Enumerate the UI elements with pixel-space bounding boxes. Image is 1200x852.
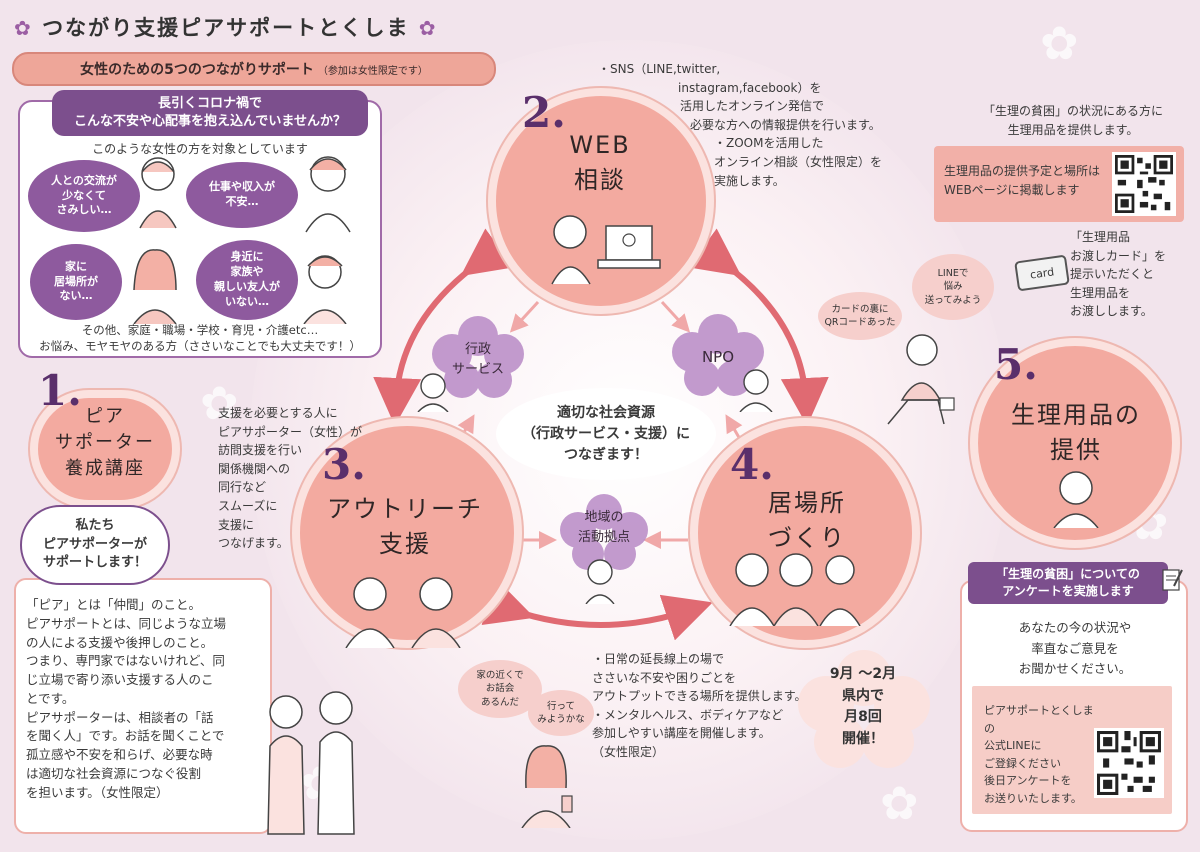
worry-bubble: 身近に家族や親しい友人がいない… — [196, 240, 298, 320]
staff-illustration — [417, 373, 449, 412]
card-description: 「生理用品お渡しカード」を 提示いただくと生理用品を お渡しします。 — [1070, 230, 1167, 319]
page-title: ✿ つながり支援ピアサポートとくしま ✿ — [14, 16, 438, 40]
woman-illustration — [305, 156, 351, 233]
staff-illustration — [739, 369, 773, 412]
speech-bubble-go: 行ってみようかな — [528, 690, 594, 736]
web-consult-description: ・SNS（LINE,twitter, instagram,facebook）を … — [598, 62, 883, 188]
community-flower-icon — [560, 494, 648, 570]
target-text: このような女性の方を対象としています — [92, 142, 308, 156]
ibasho-description: ・日常の延長線上の場でささいな不安や困りごとを アウトプットできる場所を提供しま… — [592, 652, 807, 759]
blossom-decoration-icon: ✿ — [200, 376, 239, 430]
sanitary-illustration — [1053, 471, 1099, 528]
number-2: 2. — [522, 88, 566, 137]
flower-icon: ✿ — [418, 16, 438, 40]
worries-footer: その他、家庭・職場・学校・育児・介護etc… お悩み、モヤモヤのある方（ささいな… — [39, 323, 361, 354]
peer-support-description: 「ピア」とは「仲間」のこと。ピアサポートとは、同じような立場の人による支援や後押… — [26, 597, 227, 800]
npo-label: NPO — [701, 348, 735, 366]
number-1: 1. — [38, 366, 82, 415]
circle-sanitary — [970, 338, 1180, 548]
circle-outreach — [292, 418, 522, 648]
survey-title: 「生理の貧困」についてのアンケートを実施します — [968, 562, 1168, 604]
speech-bubble-line: LINEで悩み送ってみよう — [912, 254, 994, 320]
schedule-flower-icon — [798, 650, 930, 768]
blossom-decoration-icon: ✿ — [1040, 16, 1079, 70]
government-label: 行政サービス — [451, 342, 504, 377]
blossom-decoration-icon: ✿ — [880, 776, 919, 830]
number-3: 3. — [322, 440, 366, 489]
circle-4-label: 居場所づくり — [768, 489, 846, 552]
worry-bubble: 人との交流が少なくてさみしい… — [28, 160, 140, 232]
schedule-text: 9月 ～2月県内で 月8回開催！ — [829, 666, 897, 748]
circle-peer-training — [30, 390, 180, 508]
government-flower-icon — [432, 316, 524, 398]
number-5: 5. — [994, 340, 1038, 389]
survey-description: あなたの今の状況や率直なご意見をお聞かせください。 — [1018, 620, 1132, 677]
woman-illustration — [133, 249, 177, 324]
peer-supporters-illustration — [267, 691, 355, 835]
question-box: 長引くコロナ禍で こんな不安や心配事を抱え込んでいませんか？ — [52, 90, 368, 136]
web-consult-illustration — [551, 215, 661, 285]
woman-phone-illustration — [521, 745, 573, 828]
peer-supporter-bubble: 私たちピアサポーターがサポートします！ — [20, 505, 170, 585]
sanitary-intro: 「生理の貧困」の状況にある方に生理用品を提供します。 — [982, 104, 1163, 138]
flower-icon: ✿ — [14, 16, 33, 40]
staff-illustration — [585, 559, 615, 604]
woman-illustration — [303, 255, 347, 324]
center-message: 適切な社会資源（行政サービス・支援）につなぎます！ — [496, 388, 716, 480]
community-base-label: 地域の活動拠点 — [577, 510, 630, 545]
subtitle-bar: 女性のための5つのつながりサポート（参加は女性限定です） — [12, 52, 496, 86]
woman-illustration — [139, 157, 177, 229]
qr-code-icon[interactable] — [1094, 728, 1164, 798]
number-4: 4. — [730, 440, 774, 489]
pen-paper-icon — [1162, 569, 1183, 591]
circle-3-label: アウトリーチ支援 — [327, 495, 483, 558]
worry-bubble: 家に居場所がない… — [30, 244, 122, 320]
npo-flower-icon — [672, 314, 764, 396]
qr-code-icon[interactable] — [1112, 152, 1176, 216]
circle-ibasho — [690, 418, 920, 648]
worry-bubble: 仕事や収入が不安… — [186, 162, 298, 228]
outreach-illustration — [345, 577, 461, 648]
survey-line-text: ピアサポートとくしまの公式LINEに ご登録ください後日アンケートを お送りいた… — [984, 704, 1094, 805]
woman-sitting-illustration — [887, 334, 955, 425]
circle-1-label: ピアサポーター養成講座 — [55, 406, 155, 480]
circle-web-consult — [488, 88, 714, 314]
outreach-description: 支援を必要とする人にピアサポーター（女性）が 訪問支援を行い関係機関への 同行な… — [218, 406, 363, 551]
ibasho-illustration — [729, 553, 861, 626]
circle-5-label: 生理用品の提供 — [1011, 401, 1141, 464]
